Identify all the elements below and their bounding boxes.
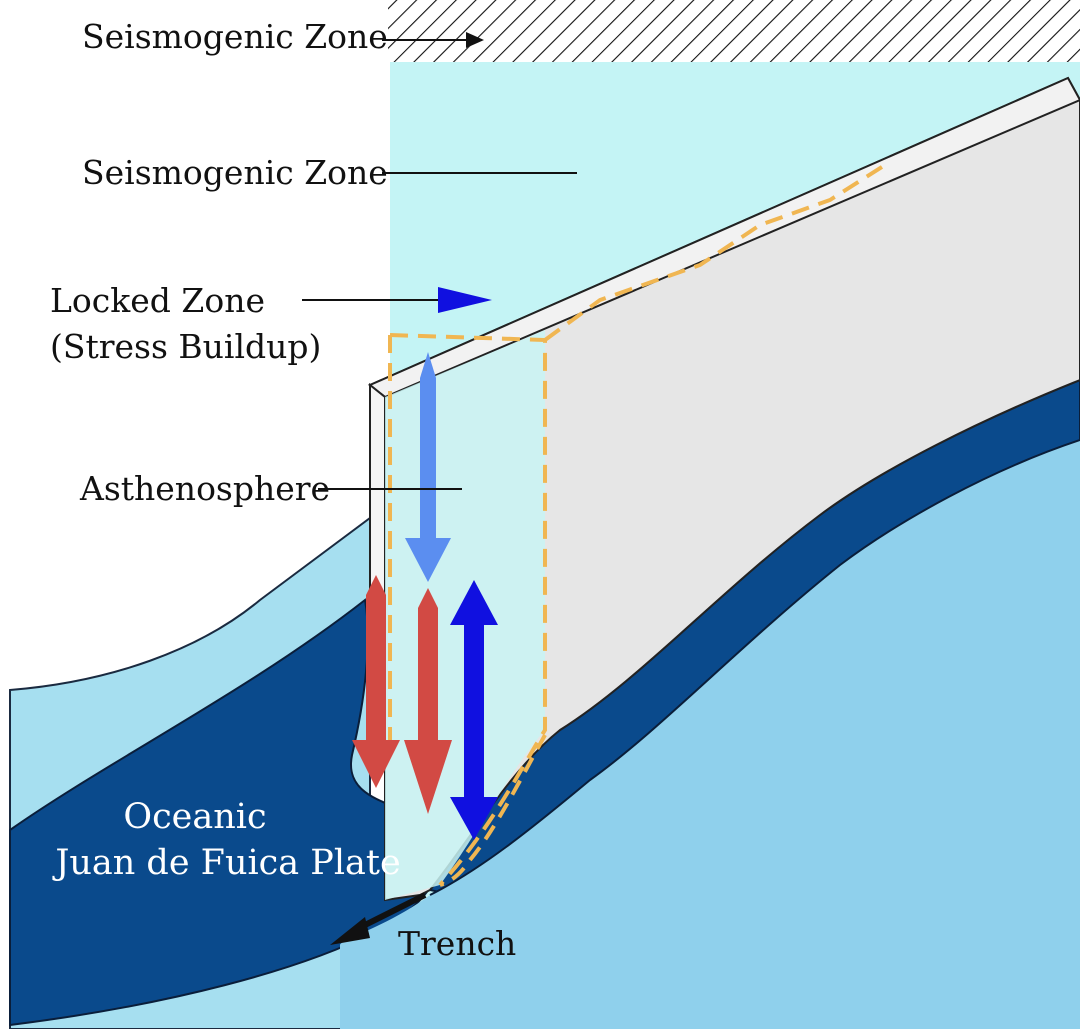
label-asthenosphere: Asthenosphere <box>79 469 330 508</box>
label-juan-de-fuica-plate: Juan de Fuica Plate <box>52 843 400 883</box>
label-oceanic: Oceanic <box>123 797 266 837</box>
hatched-seismogenic-band <box>388 0 1080 62</box>
label-seismogenic-zone: Seismogenic Zone <box>82 153 388 192</box>
red-down-arrow-right <box>404 588 452 814</box>
trench-dashed-line <box>439 734 547 887</box>
label-trench: Trench <box>398 924 516 963</box>
pointer-locked-zone <box>302 287 492 313</box>
slab-bottom-edge <box>429 439 1080 896</box>
locked-zone-outline-top <box>543 163 887 342</box>
red-down-arrow-left <box>352 575 400 788</box>
locked-zone-outline <box>389 333 547 887</box>
label-locked-zone: Locked Zone <box>50 281 265 320</box>
arrow-left-icon <box>330 892 427 945</box>
blue-double-arrow <box>450 580 498 840</box>
label-stress-buildup: (Stress Buildup) <box>50 327 321 366</box>
light-blue-down-arrow <box>405 352 451 582</box>
mantle-region <box>340 440 1080 1029</box>
label-seismogenic-zone-top: Seismogenic Zone <box>82 17 388 56</box>
